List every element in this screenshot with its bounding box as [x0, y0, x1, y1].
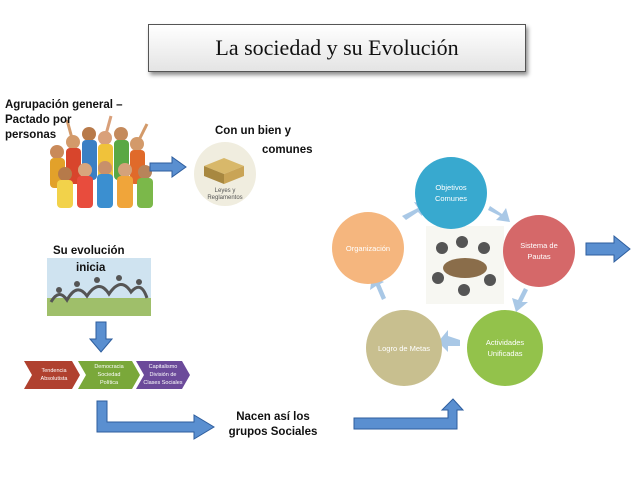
- inicia-label: inicia: [76, 262, 106, 274]
- page-title: La sociedad y su Evolución: [148, 24, 526, 72]
- nacen-label: Nacen así los grupos Sociales: [228, 411, 318, 438]
- arrow-right-icon: [149, 156, 187, 178]
- con-un-bien-label: Con un bien y: [215, 125, 292, 137]
- chevron-1-label: Tendencia Absolutista: [40, 368, 68, 382]
- cycle-node-actividades: Actividades Unificadas: [467, 310, 543, 386]
- evolucion-label: Su evolución: [53, 245, 125, 257]
- chevron-3-label: Capitalismo División de Clases Sociales: [143, 364, 183, 386]
- book-caption-2: Reglamentos: [207, 195, 242, 201]
- cycle-arrow-3-icon: [512, 288, 528, 312]
- bent-arrow-icon: [96, 400, 215, 440]
- chevron-3: [136, 361, 190, 389]
- bent-arrow-up-icon: [353, 398, 464, 430]
- cycle-node-organizacion: Organización: [332, 212, 404, 284]
- chevron-2: [78, 361, 140, 389]
- chevron-process: [24, 361, 190, 389]
- comunes-label: comunes: [262, 144, 313, 156]
- cycle-node-pautas: Sistema de Pautas: [503, 215, 575, 287]
- arrow-right-big-icon: [585, 234, 631, 264]
- cycle-diagram: [370, 202, 528, 352]
- evolution-image: [47, 258, 151, 316]
- agrupacion-label: Agrupación general – Pactado por persona…: [5, 99, 123, 141]
- chevron-2-label: Democracia Sociedad Política: [94, 364, 124, 386]
- cycle-arrow-4-icon: [438, 330, 460, 352]
- cycle-arrow-2-icon: [488, 206, 510, 222]
- arrow-down-icon: [89, 321, 113, 353]
- book-caption-1: Leyes y: [215, 188, 236, 194]
- cycle-node-objetivos: Objetivos Comunes: [415, 157, 487, 229]
- cycle-node-logro: Logro de Metas: [366, 310, 442, 386]
- chevron-1: [24, 361, 80, 389]
- laws-book-image: Leyes y Reglamentos: [194, 142, 256, 206]
- crowd-image: [45, 112, 155, 212]
